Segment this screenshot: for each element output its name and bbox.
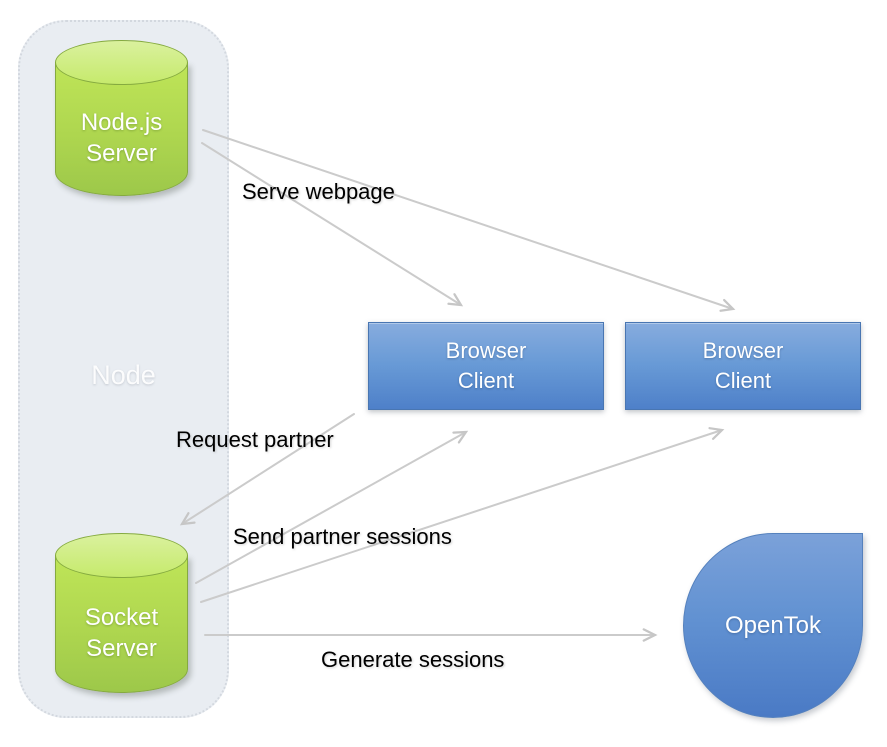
arrow-request-partner	[179, 413, 355, 526]
browser-client-1-node: Browser Client	[368, 322, 604, 410]
socket-server-label: Socket Server	[55, 579, 188, 687]
label-line: Browser	[702, 338, 784, 363]
nodejs-server-label: Node.js Server	[55, 86, 188, 190]
arrow-send-partner-sessions-to-client-1	[195, 430, 469, 584]
nodejs-server-node: Node.js Server	[55, 40, 188, 196]
opentok-label: OpenTok	[724, 611, 822, 639]
label-line: Browser	[445, 338, 527, 363]
arrow-serve-webpage-to-client-1	[201, 142, 464, 307]
edge-label-send-partner-sessions: Send partner sessions	[233, 524, 452, 549]
cylinder-top	[55, 533, 188, 578]
label-line: Server	[86, 635, 157, 662]
browser-client-2-node: Browser Client	[625, 322, 861, 410]
edge-label-generate-sessions: Generate sessions	[321, 647, 505, 672]
edge-label-serve-webpage: Serve webpage	[242, 179, 395, 204]
cylinder-body	[55, 555, 188, 693]
node-group-label: Node	[91, 360, 156, 390]
opentok-node: OpenTok	[683, 533, 863, 718]
label-line: Server	[86, 140, 157, 167]
label-line: Client	[714, 368, 772, 393]
edge-label-request-partner: Request partner	[176, 427, 334, 452]
socket-server-node: Socket Server	[55, 533, 188, 693]
label-line: Client	[457, 368, 515, 393]
label-line: Node.js	[80, 109, 163, 136]
label-line: Socket	[84, 604, 159, 631]
cylinder-top	[55, 40, 188, 85]
arrow-serve-webpage-to-client-2	[202, 129, 736, 312]
arrow-send-partner-sessions-to-client-2	[200, 427, 725, 603]
